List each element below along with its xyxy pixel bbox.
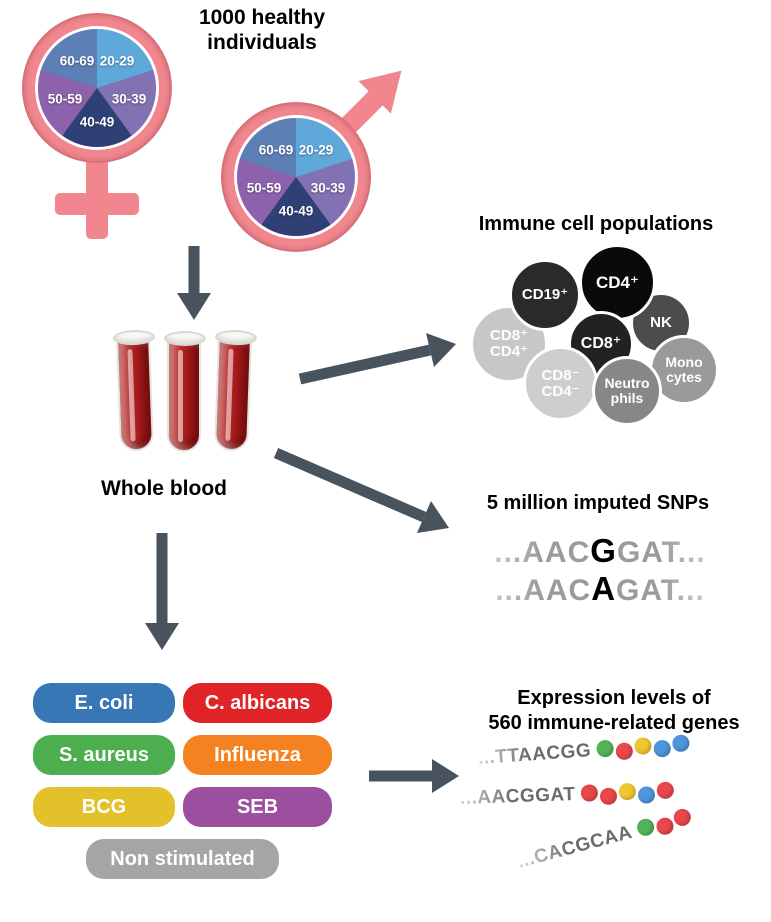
male-pie-label-50-59: 50-59 [246,180,282,196]
cell-label: NK [650,314,672,332]
female-pie-label-60-69: 60-69 [59,53,95,69]
cell-label: Neutro phils [604,375,650,406]
snps-title: 5 million imputed SNPs [486,492,710,514]
snp-variant-allele: A [591,570,617,607]
whole-blood-label: Whole blood [101,477,227,500]
cell-neutrophils: Neutro phils [592,356,662,426]
expression-bead [656,781,675,799]
tube-blood [214,338,252,452]
expression-bead [671,806,693,828]
male-pie-label-40-49: 40-49 [278,203,314,219]
gene-sequence-text: ...TTAACGG [477,740,592,769]
stimulus-s-aureus: S. aureus [33,735,175,775]
blood-tube [164,331,206,459]
immune-cells-title: Immune cell populations [478,213,714,235]
expression-sequence-1: ...TTAACGG [477,733,691,770]
cohort-title: 1000 healthy individuals [198,6,326,54]
tube-glass-highlight [225,348,234,441]
cell-label: CD19⁺ [521,286,569,304]
expression-bead [600,787,618,805]
female-pie-label-30-39: 30-39 [111,91,147,107]
expression-bead [596,739,615,758]
expression-bead [653,739,672,758]
expression-bead [615,741,634,760]
expression-title: Expression levels of 560 immune-related … [488,687,740,734]
cell-label: CD4⁺ [596,272,639,292]
snp-sequence-2: ...AACAGAT... [452,570,748,608]
stimulus-bcg: BCG [33,787,175,827]
arrow-blood-to-snps [273,447,449,533]
arrow-cohort-to-blood [177,246,211,320]
expression-sequence-3: ...CACGCAA [515,806,694,874]
male-age-pie: 20-29 30-39 40-49 50-59 60-69 [237,118,355,236]
stimulus-c-albicans: C. albicans [183,683,332,723]
cell-label: Mono cytes [665,354,703,385]
snp-seq-suffix: GAT... [616,574,705,607]
cell-label: CD8⁻ CD4⁻ [541,366,580,400]
stimulus-non-stimulated: Non stimulated [86,839,279,879]
expression-sequence-2: ...AACGGAT [460,781,675,810]
female-pie-label-20-29: 20-29 [99,53,135,69]
arrow-blood-to-stimulations [145,533,179,650]
female-symbol-crossbar [55,193,139,215]
arrow-stimulations-to-expression [369,759,459,793]
gene-sequence-text: ...AACGGAT [459,783,576,809]
cell-label: CD8⁺ [580,334,622,352]
female-pie-label-50-59: 50-59 [47,91,83,107]
arrow-blood-to-immune-cells [298,333,456,385]
expression-bead [619,782,637,800]
male-pie-label-20-29: 20-29 [298,142,334,158]
male-pie-label-30-39: 30-39 [310,180,346,196]
snp-seq-suffix: GAT... [616,536,706,569]
blood-tube [211,329,258,458]
expression-bead [672,733,691,752]
blood-tube [112,329,159,458]
tube-glass-highlight [127,349,136,442]
stimulus-e-coli: E. coli [33,683,175,723]
expression-bead [638,785,656,804]
cell-cd8neg-cd4neg: CD8⁻ CD4⁻ [523,346,598,421]
male-pie-label-60-69: 60-69 [258,142,294,158]
tube-blood [116,338,154,452]
cell-label: CD8⁺ CD4⁺ [490,327,528,360]
tube-cap [164,331,206,346]
tube-blood [167,340,201,452]
cell-cd4: CD4⁺ [579,244,656,321]
snp-sequence-1: ...AACGGAT... [452,532,748,570]
snp-seq-prefix: ...AAC [494,536,591,569]
stimulus-influenza: Influenza [183,735,332,775]
expression-bead [634,736,653,755]
expression-bead [654,815,676,837]
male-symbol-ring: 20-29 30-39 40-49 50-59 60-69 [221,102,371,252]
female-age-pie: 20-29 30-39 40-49 50-59 60-69 [38,29,156,147]
snp-variant-allele: G [590,532,617,569]
tube-glass-highlight [178,350,183,442]
cell-cd19: CD19⁺ [509,259,581,331]
female-pie-label-40-49: 40-49 [79,114,115,130]
female-symbol-ring: 20-29 30-39 40-49 50-59 60-69 [22,13,172,163]
expression-bead [581,783,599,802]
expression-bead [635,816,656,838]
gene-sequence-text: ...CACGCAA [515,821,635,873]
snp-seq-prefix: ...AAC [495,574,592,607]
stimulus-seb: SEB [183,787,332,827]
